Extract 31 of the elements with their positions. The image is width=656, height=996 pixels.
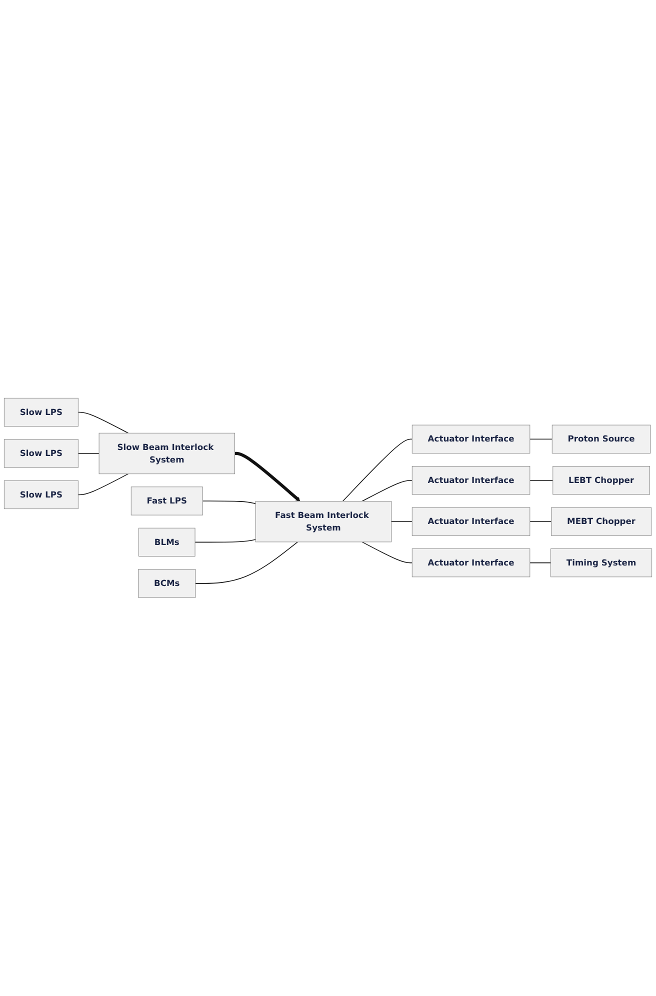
arrow	[234, 452, 300, 502]
connector	[362, 542, 413, 564]
connector	[202, 500, 256, 504]
connector	[78, 453, 100, 454]
node-box: Actuator Interface	[412, 424, 530, 454]
node-box: Slow LPS	[4, 398, 78, 427]
node-box: Timing System	[550, 548, 652, 578]
node-box: Proton Source	[552, 424, 651, 454]
connector	[530, 438, 553, 440]
node-box: BCMs	[138, 569, 196, 598]
node-box: MEBT Chopper	[551, 507, 652, 536]
connector	[362, 480, 413, 502]
node-box: LEBT Chopper	[552, 466, 650, 495]
connector	[530, 521, 552, 522]
node-box: Actuator Interface	[412, 466, 530, 495]
connector	[342, 438, 413, 502]
node-box: Slow LPS	[4, 480, 78, 510]
node-box: Fast LPS	[130, 486, 203, 516]
node-box: Slow LPS	[4, 439, 78, 468]
node-box: BLMs	[138, 528, 196, 557]
node-box: Slow Beam Interlock System	[98, 433, 235, 474]
connector	[195, 542, 298, 584]
connector	[390, 521, 413, 522]
connector	[78, 474, 129, 496]
connector	[530, 480, 554, 481]
node-box: Actuator Interface	[412, 507, 530, 536]
connector	[78, 412, 129, 434]
node-box: Actuator Interface	[412, 548, 530, 578]
node-box: Fast Beam Interlock System	[255, 501, 392, 542]
connector	[194, 539, 256, 543]
connector	[530, 562, 552, 564]
